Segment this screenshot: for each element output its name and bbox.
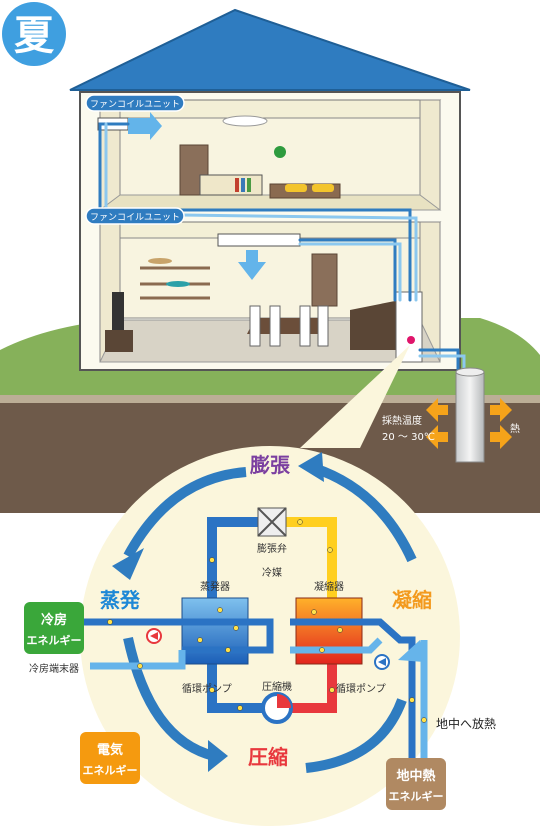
evaporator [181,597,249,665]
svg-text:エネルギー: エネルギー [83,763,138,777]
bookshelf [199,174,263,196]
cooling-terminal-label: 冷房端末器 [29,662,79,675]
condensation-label: 凝縮 [392,588,432,612]
fan-coil-label-upper: ファンコイルユニット [85,94,185,112]
topsoil-stripe [0,395,540,403]
heat-label: 熱 [510,422,520,435]
upper-door [179,144,209,196]
svg-text:エネルギー: エネルギー [27,633,82,647]
tv [112,292,124,330]
lower-fan-coil [217,233,301,247]
season-badge [2,2,66,66]
wall-indicator [274,146,286,158]
fan-coil-label-lower: ファンコイルユニット [85,207,185,225]
svg-text:地中熱: 地中熱 [396,768,435,784]
ground-heat-exchanger [455,371,485,463]
callout-pointer [300,345,410,448]
svg-text:エネルギー: エネルギー [389,789,444,803]
condenser-label: 凝縮器 [314,580,344,593]
arrow-to-evaporation-icon [112,548,144,580]
compression-label: 圧縮 [248,745,288,769]
tv-stand [105,330,133,352]
expansion-valve-label: 膨張弁 [257,542,287,555]
cooling-energy-box: 冷房 エネルギー [24,602,84,654]
ground-water-loop [290,618,428,760]
roof [69,8,471,91]
compressor-label: 圧縮機 [262,680,292,693]
heat-collection-range: 20 ～ 30℃ [382,432,435,443]
refrigerant-label: 冷媒 [262,566,282,579]
evaporator-label: 蒸発器 [200,580,230,593]
arrow-to-expansion-icon [298,452,324,482]
flow-dots [107,519,427,723]
svg-text:電気: 電気 [97,742,123,758]
electric-energy-box: 電気 エネルギー [80,732,140,784]
ceiling-light [222,115,268,127]
arrow-to-compression-icon [208,740,228,772]
svg-text:ファンコイルユニット: ファンコイルユニット [90,100,180,110]
evaporation-label: 蒸発 [100,588,141,612]
season-badge-text: 夏 [14,13,55,59]
lower-airflow-arrow-icon [238,250,266,280]
condenser [295,597,363,665]
lower-door [311,253,338,307]
house [69,8,471,371]
heat-arrows-icon [426,398,512,449]
release-label: 地中へ放熱 [436,716,496,731]
svg-text:冷房: 冷房 [41,612,67,628]
upper-airflow-arrow-icon [128,112,162,140]
svg-text:ファンコイルユニット: ファンコイルユニット [90,213,180,223]
kitchen-counter [350,300,400,350]
heat-collection-label: 採熱温度 [382,414,422,427]
cycle-arrows [123,463,417,773]
pump-right-label: 循環ポンプ [336,682,386,695]
pump-left-label: 循環ポンプ [182,682,232,695]
expansion-label: 膨張 [249,453,291,477]
ground-energy-box: 地中熱 エネルギー [386,758,446,810]
heat-pump-unit [395,291,423,363]
